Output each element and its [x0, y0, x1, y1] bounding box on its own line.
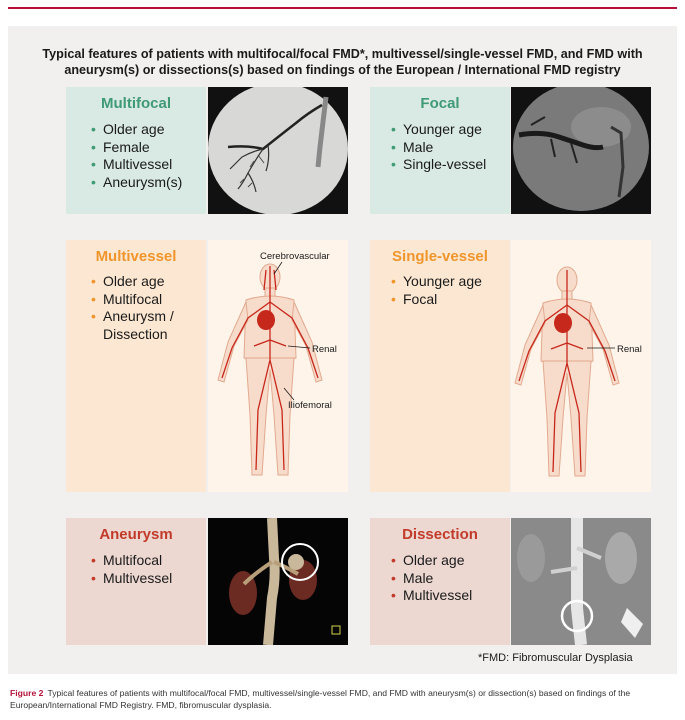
caption-label: Figure 2: [10, 688, 44, 698]
card-title: Aneurysm: [99, 526, 173, 543]
list-item: Multifocal: [91, 552, 172, 570]
list-item: Dissection: [103, 325, 168, 342]
list-item: Older age: [91, 121, 182, 139]
body-diagram-single-vessel: Renal: [511, 240, 651, 492]
card-title: Multivessel: [95, 248, 177, 265]
card-title: Focal: [420, 95, 460, 112]
list-item: Older age: [391, 552, 472, 570]
ct-dissection-image: [511, 518, 651, 645]
feature-list: Older age Multifocal Aneurysm / Dissecti…: [91, 273, 174, 343]
card-title: Dissection: [402, 526, 478, 543]
list-item: Multivessel: [391, 587, 472, 605]
footnote: *FMD: Fibromuscular Dysplasia: [478, 652, 633, 664]
list-item: Aneurysm /: [91, 308, 174, 326]
list-item: Younger age: [391, 273, 482, 291]
feature-list: Younger age Focal: [391, 273, 482, 308]
card-focal: Focal Younger age Male Single-vessel: [370, 87, 510, 214]
figure-title: Typical features of patients with multif…: [42, 47, 643, 77]
ct-aneurysm-image: [208, 518, 348, 645]
angiogram-focal-image: [511, 87, 651, 214]
list-item: Male: [391, 570, 472, 588]
list-item: Single-vessel: [391, 156, 486, 174]
list-item: Younger age: [391, 121, 486, 139]
feature-list: Younger age Male Single-vessel: [391, 121, 486, 174]
card-aneurysm: Aneurysm Multifocal Multivessel: [66, 518, 206, 645]
body-diagram-multivessel: Cerebrovascular Renal Iliofemoral: [208, 240, 348, 492]
list-item: Aneurysm(s): [91, 174, 182, 192]
feature-list: Older age Female Multivessel Aneurysm(s): [91, 121, 182, 191]
angiogram-multifocal-image: [208, 87, 348, 214]
card-title: Multifocal: [101, 95, 171, 112]
label-renal-multivessel: Renal: [312, 344, 337, 355]
card-multivessel: Multivessel Older age Multifocal Aneurys…: [66, 240, 206, 492]
label-iliofemoral: Iliofemoral: [288, 400, 332, 411]
caption-text: Typical features of patients with multif…: [10, 688, 631, 710]
list-item: Multivessel: [91, 156, 182, 174]
list-item: Multifocal: [91, 291, 174, 309]
list-item: Male: [391, 139, 486, 157]
feature-list: Multifocal Multivessel: [91, 552, 172, 587]
list-item: Focal: [391, 291, 482, 309]
top-rule: [8, 7, 677, 9]
card-single-vessel: Single-vessel Younger age Focal: [370, 240, 510, 492]
card-multifocal: Multifocal Older age Female Multivessel …: [66, 87, 206, 214]
list-item: Multivessel: [91, 570, 172, 588]
list-item: Older age: [91, 273, 174, 291]
card-dissection: Dissection Older age Male Multivessel: [370, 518, 510, 645]
list-item: Female: [91, 139, 182, 157]
label-renal-single-vessel: Renal: [617, 344, 642, 355]
label-cerebrovascular: Cerebrovascular: [260, 251, 330, 262]
card-title: Single-vessel: [392, 248, 488, 265]
feature-list: Older age Male Multivessel: [391, 552, 472, 605]
